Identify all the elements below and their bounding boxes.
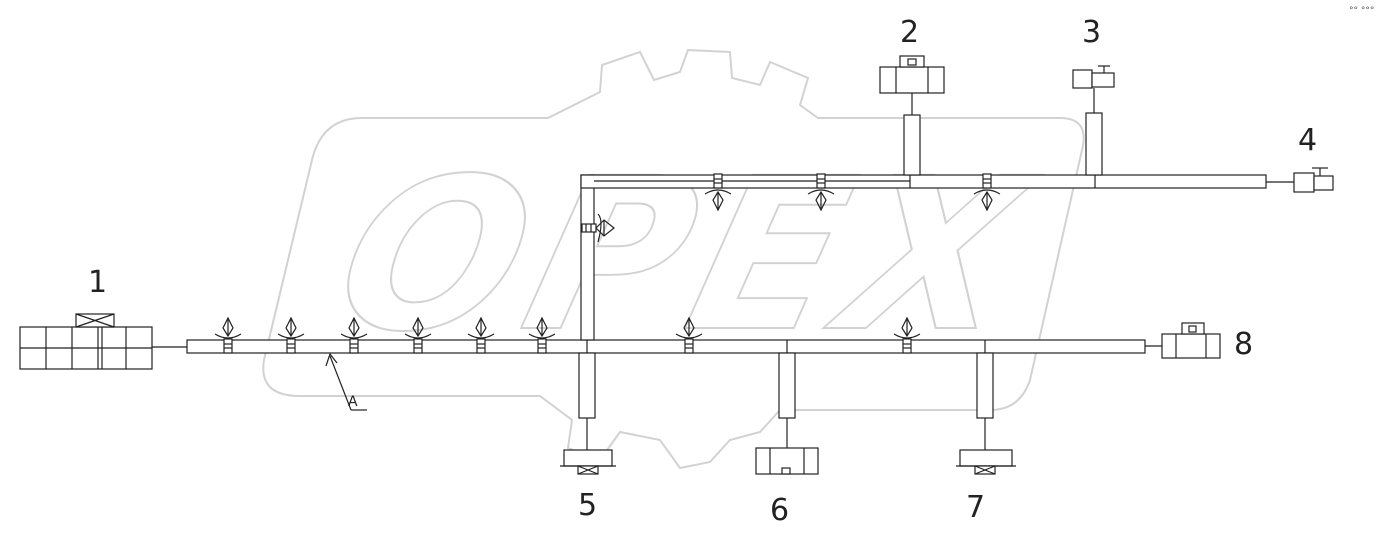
branch-6 (755, 352, 819, 475)
connector-1 (19, 313, 187, 370)
label-a: A (348, 394, 358, 410)
connector-8 (1145, 322, 1221, 359)
cable-clip (404, 316, 432, 354)
label-8: 8 (1234, 327, 1253, 362)
cable-clip (973, 173, 1001, 212)
connector-4 (1293, 167, 1334, 193)
cable-clip (528, 316, 556, 354)
label-3: 3 (1082, 15, 1101, 50)
cable-clip (214, 316, 242, 354)
cable-clip (807, 173, 835, 212)
label-7: 7 (966, 490, 985, 525)
annotation-a (325, 352, 367, 411)
upper-trunk (580, 174, 1296, 189)
upper-trunk-clips (704, 173, 1001, 212)
cable-clip (277, 316, 305, 354)
watermark-gear (262, 48, 1085, 470)
label-2: 2 (900, 15, 919, 50)
branch-2 (879, 55, 945, 176)
branch-5 (560, 352, 616, 475)
lower-trunk (186, 339, 1146, 354)
corner-text: °° °°° (1349, 6, 1374, 16)
label-5: 5 (578, 488, 597, 523)
cable-clip (340, 316, 368, 354)
branch-3 (1072, 65, 1115, 176)
label-4: 4 (1298, 123, 1317, 158)
cable-clip (467, 316, 495, 354)
cable-clip (704, 173, 732, 212)
watermark: OPEX (262, 48, 1085, 470)
cable-clip (893, 316, 921, 354)
lower-trunk-clips (214, 316, 921, 354)
vertical-riser (580, 174, 595, 341)
label-1: 1 (88, 265, 107, 300)
label-6: 6 (770, 493, 789, 528)
branch-7 (956, 352, 1016, 475)
riser-clip (581, 213, 615, 243)
cable-clip (675, 316, 703, 354)
